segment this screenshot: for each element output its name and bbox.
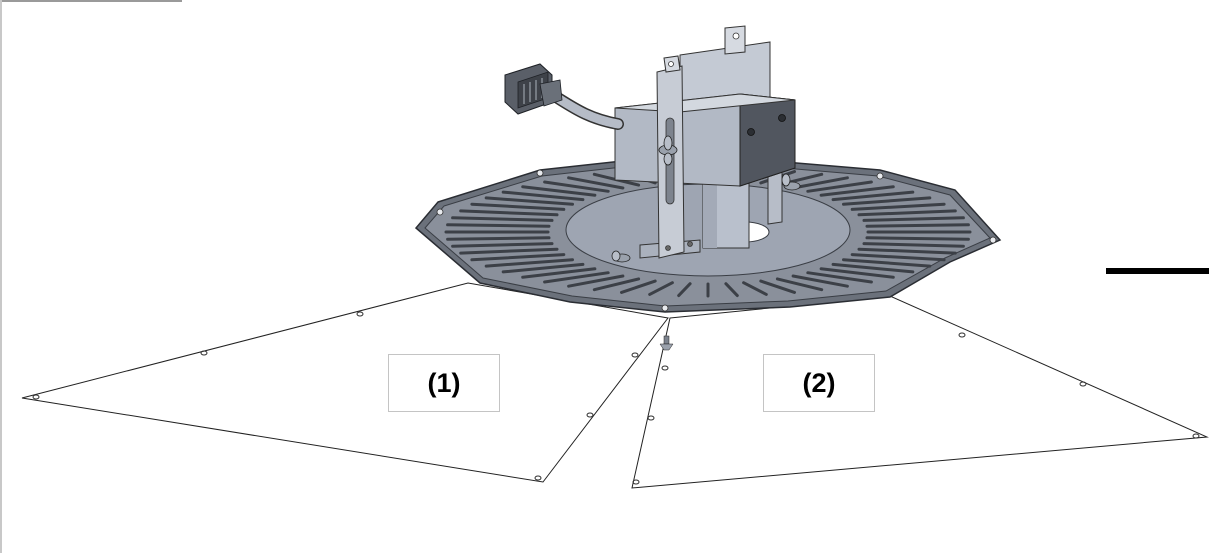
vent-slot: [470, 253, 566, 262]
vent-slot: [791, 176, 849, 190]
connector-plug-icon: [504, 63, 563, 115]
vent-slot: [865, 236, 970, 241]
vent-slot: [842, 196, 932, 206]
screw-icon: [659, 335, 674, 351]
vent-slot: [842, 258, 932, 268]
vent-slot: [592, 277, 641, 292]
wing-nut-icon: [658, 135, 678, 166]
vent-slot: [862, 242, 965, 248]
vent-slots: [444, 166, 972, 298]
vent-slot: [459, 247, 559, 255]
vent-slot: [484, 196, 574, 206]
vent-slot: [857, 247, 957, 255]
vent-slot: [724, 282, 739, 298]
vent-slot: [806, 180, 873, 193]
wing-nut-icon: [611, 250, 631, 263]
vent-slot: [775, 277, 824, 292]
callout-label-1: (1): [388, 354, 500, 412]
vent-slot: [819, 185, 895, 197]
vent-slot: [819, 267, 895, 279]
vent-slot: [451, 242, 554, 248]
vent-slot: [501, 262, 585, 274]
cover-sheet-2: [631, 295, 1209, 489]
vent-slot: [501, 190, 585, 202]
callout-label-2: (2): [763, 354, 875, 412]
vent-slot: [446, 236, 551, 241]
vent-slot: [857, 209, 957, 217]
vent-slot: [470, 202, 566, 211]
vent-slot: [567, 274, 625, 288]
vent-slot: [806, 271, 873, 284]
vent-slot: [850, 253, 946, 262]
vent-slot: [567, 176, 625, 190]
vent-slot: [742, 281, 768, 296]
vent-slot: [620, 279, 657, 294]
vent-slot: [850, 202, 946, 211]
vent-slot: [648, 281, 674, 296]
vent-slot: [446, 223, 551, 228]
vent-slot: [862, 216, 965, 222]
vent-slot: [543, 271, 610, 284]
support-column: [702, 179, 750, 249]
vent-slot: [459, 209, 559, 217]
vent-slot: [521, 267, 597, 279]
housing-box: [614, 25, 796, 187]
vent-slot: [521, 185, 597, 197]
vent-slot: [831, 262, 915, 274]
vent-slot: [791, 274, 849, 288]
vent-slot: [759, 279, 796, 294]
vent-slot: [677, 282, 692, 298]
vent-slot: [484, 258, 574, 268]
vent-slot: [451, 216, 554, 222]
wing-nut-icon: [781, 173, 801, 191]
vent-slot: [543, 180, 610, 193]
vent-slot: [865, 223, 970, 228]
vent-slot: [831, 190, 915, 202]
cover-sheet-1: [21, 282, 669, 483]
